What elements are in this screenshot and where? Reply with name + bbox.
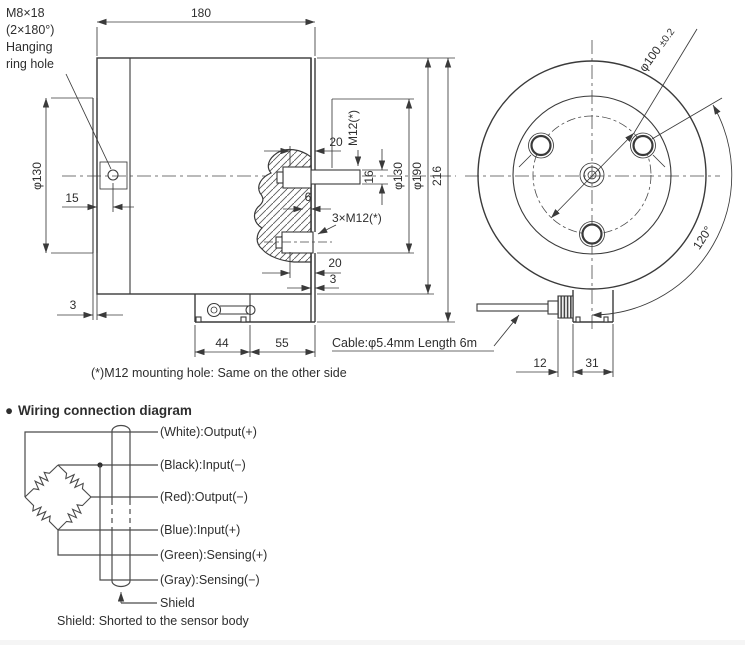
wire-label-gray: (Gray):Sensing(−) — [160, 573, 260, 587]
shield-label: Shield — [160, 596, 195, 610]
wire-green — [57, 530, 158, 556]
mounting-flange-plate — [310, 58, 316, 322]
dim-base-b-label: 55 — [275, 336, 289, 350]
wire-label-green: (Green):Sensing(+) — [160, 548, 267, 562]
dim-box-label: 31 — [585, 356, 599, 370]
bridge-resistors — [24, 464, 92, 531]
gland-dimensions: 12 31 — [516, 320, 614, 377]
cable-sheath — [111, 424, 131, 588]
wiring-heading: Wiring connection diagram — [18, 403, 192, 418]
bracket-pin — [206, 302, 256, 318]
dim-thread-label: M12(*) — [346, 110, 360, 146]
wire-label-white: (White):Output(+) — [160, 425, 257, 439]
dim-width-label: 180 — [191, 6, 211, 20]
wire-label-blue: (Blue):Input(+) — [160, 523, 240, 537]
dim-dia130-left-label: φ130 — [30, 162, 44, 190]
bolt-bottom-m12 — [264, 231, 332, 254]
bridge-wires — [24, 431, 158, 581]
bridge-resistor — [24, 496, 59, 531]
dim-thread-depth-bottom-label: 20 — [328, 256, 342, 270]
dim-thread-depth-top-label: 20 — [329, 135, 343, 149]
dim-tap-label: 3×M12(*) — [332, 211, 382, 225]
dim-plate-right-label: 3 — [330, 272, 337, 286]
bolt-circle-dimension: φ100 ±0.2 — [550, 25, 698, 219]
angle-dimension: 120° — [591, 97, 733, 319]
bolt-hole-bottom — [579, 221, 605, 247]
bolt-hole-top-left — [518, 132, 554, 168]
dim-gap-label: 6 — [305, 190, 312, 204]
bracket-notch — [195, 316, 202, 323]
wire-label-red: (Red):Output(−) — [160, 490, 248, 504]
bolt-top-m12 — [276, 166, 361, 189]
cable-note-label: Cable:φ5.4mm Length 6m — [332, 336, 477, 350]
cable-gland — [476, 295, 574, 319]
callout-leader — [65, 73, 112, 170]
wire-label-black: (Black):Input(−) — [160, 458, 246, 472]
footnote: (*)M12 mounting hole: Same on the other … — [91, 366, 347, 380]
bridge-resistor — [57, 496, 92, 531]
dim-base-a-label: 44 — [215, 336, 229, 350]
wiring-diagram: ● Wiring connection diagram — [5, 403, 267, 628]
front-view: φ100 ±0.2 120° Cable:φ5.4mm Length 6m — [332, 25, 733, 377]
dim-plate-left-label: 3 — [70, 298, 77, 312]
side-view: 180 φ130 15 3 20 M12(*) — [6, 6, 456, 380]
cable-exit-box — [572, 290, 614, 323]
shield-leader — [117, 592, 157, 604]
box-notch — [575, 316, 581, 323]
wire-white — [24, 431, 158, 497]
dim-bolt-circle-label: φ100 ±0.2 — [636, 25, 677, 74]
dim-dia190-label: φ190 — [410, 162, 424, 190]
dim-height-label: 216 — [430, 166, 444, 186]
callout-line3: Hanging — [6, 40, 53, 54]
cable-callout: Cable:φ5.4mm Length 6m — [332, 314, 520, 352]
bolt-hole-top-right — [630, 132, 666, 168]
dim-hole-offset-label: 15 — [65, 191, 79, 205]
wire-gray — [99, 465, 158, 581]
side-view-dimensions: 180 φ130 15 3 20 M12(*) — [30, 6, 455, 357]
dim-dia130-right-label: φ130 — [391, 162, 405, 190]
callout-line2: (2×180°) — [6, 23, 54, 37]
box-notch — [603, 316, 609, 323]
callout-line1: M8×18 — [6, 6, 45, 20]
left-cover-plate — [92, 98, 98, 320]
cable — [476, 303, 549, 312]
dim-thread-length-label: 16 — [362, 170, 376, 184]
bullet-icon: ● — [5, 403, 13, 418]
hanging-hole-callout: M8×18 (2×180°) Hanging ring hole — [6, 6, 112, 170]
base-bracket — [194, 294, 315, 323]
bracket-notch — [240, 316, 247, 323]
bridge-resistor — [57, 464, 92, 498]
dim-gland-label: 12 — [533, 356, 547, 370]
callout-line4: ring hole — [6, 57, 54, 71]
bridge-resistor — [24, 464, 59, 498]
shield-note: Shield: Shorted to the sensor body — [57, 614, 250, 628]
hanging-ring-hole — [99, 161, 128, 190]
